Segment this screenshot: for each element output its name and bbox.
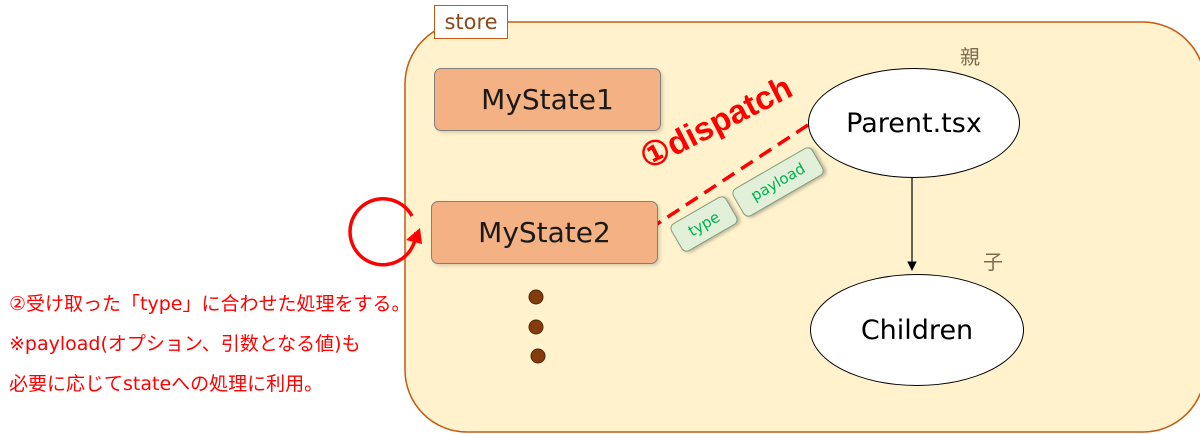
note-line-1: ②受け取った「type」に合わせた処理をする。: [9, 293, 411, 315]
parent-role-label: 親: [960, 45, 980, 69]
parent-component-node: Parent.tsx: [808, 68, 1020, 178]
more-states-dot-1: [528, 289, 544, 305]
more-states-dot-2: [528, 319, 544, 335]
child-role-label: 子: [983, 250, 1003, 274]
mystate1-box: MyState1: [434, 68, 661, 131]
self-process-circle-arrow: [348, 197, 418, 267]
note-line-3: 必要に応じてstateへの処理に利用。: [9, 373, 324, 395]
children-component-node: Children: [810, 274, 1024, 386]
children-component-label: Children: [860, 314, 974, 346]
parent-component-label: Parent.tsx: [846, 107, 982, 139]
mystate2-box: MyState2: [431, 201, 658, 264]
more-states-dot-3: [530, 348, 546, 364]
dispatch-arrow-line: [653, 123, 809, 228]
store-label: store: [434, 5, 508, 39]
mystate1-label: MyState1: [481, 83, 614, 116]
note-line-2: ※payload(オプション、引数となる値)も: [9, 333, 361, 355]
mystate2-label: MyState2: [478, 216, 611, 249]
self-process-arrow-head: [406, 228, 422, 244]
